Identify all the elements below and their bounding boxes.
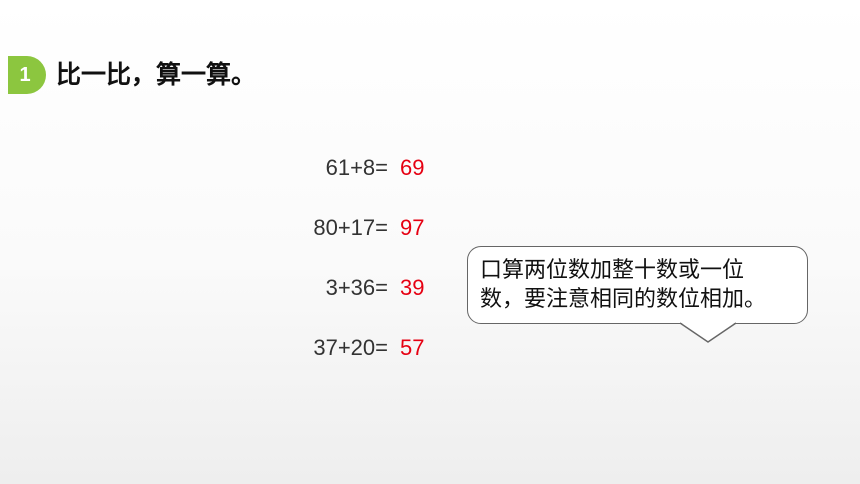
problem-expression: 3+36= (325, 275, 388, 300)
problem-row: 37+20= 57 (0, 330, 860, 366)
problem-answer: 69 (400, 155, 425, 180)
tip-line-1: 口算两位数加整十数或一位 (480, 258, 745, 283)
problem-expression: 37+20= (313, 335, 388, 360)
page-title: 比一比，算一算。 (56, 60, 257, 89)
tip-speech-bubble: 口算两位数加整十数或一位 数，要注意相同的数位相加。 (467, 246, 808, 324)
problem-answer: 57 (400, 335, 425, 360)
tip-line-2: 数，要注意相同的数位相加。 (480, 287, 767, 312)
problem-expression: 80+17= (313, 215, 388, 240)
problem-row: 61+8= 69 (0, 150, 860, 186)
problem-expression: 61+8= (325, 155, 388, 180)
section-number-badge: 1 (8, 56, 46, 94)
problem-answer: 97 (400, 215, 425, 240)
speech-bubble-tail (680, 322, 737, 343)
problem-row: 3+36= 39 (0, 270, 860, 306)
problem-answer: 39 (400, 275, 425, 300)
problem-row: 80+17= 97 (0, 210, 860, 246)
